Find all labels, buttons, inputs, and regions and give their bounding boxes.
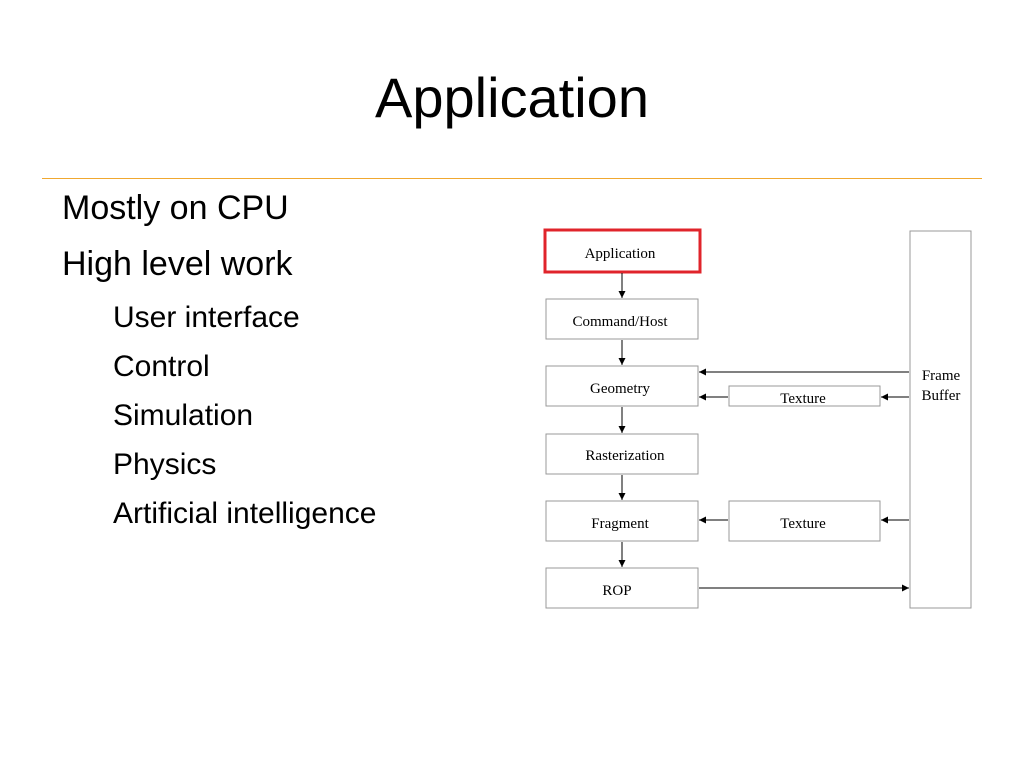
stage-label: Geometry	[590, 381, 650, 397]
sub-bullet-item: Artificial intelligence	[113, 497, 377, 530]
stage-label: Application	[585, 246, 656, 262]
bullet-list: Mostly on CPU High level work User inter…	[62, 188, 376, 545]
stage-label: Rasterization	[585, 448, 665, 464]
stage-command-host: Command/Host	[545, 298, 699, 340]
stage-application: Application	[543, 228, 702, 274]
bullet-item: High level work	[62, 245, 293, 283]
stage-label: Command/Host	[572, 314, 668, 330]
stage-rop: ROP	[545, 567, 699, 609]
sub-bullet-item: Simulation	[113, 399, 254, 432]
frame-buffer-label: Buffer	[922, 388, 961, 404]
stage-label: ROP	[602, 583, 631, 599]
texture-label: Texture	[780, 516, 826, 532]
texture-fragment-node: Texture	[728, 500, 881, 542]
frame-buffer-node: Frame Buffer	[909, 230, 972, 609]
stage-geometry: Geometry	[545, 365, 699, 407]
texture-geometry-node: Texture	[728, 385, 881, 407]
stage-rasterization: Rasterization	[545, 433, 699, 475]
texture-label: Texture	[780, 391, 826, 407]
sub-bullet-item: User interface	[113, 301, 300, 334]
slide-title: Application	[375, 66, 649, 129]
stage-label: Fragment	[591, 516, 649, 532]
stage-fragment: Fragment	[545, 500, 699, 542]
bullet-item: Mostly on CPU	[62, 189, 289, 227]
sub-bullet-item: Physics	[113, 448, 217, 481]
title-divider	[42, 178, 982, 179]
frame-buffer-label: Frame	[922, 368, 961, 384]
sub-bullet-item: Control	[113, 350, 210, 383]
